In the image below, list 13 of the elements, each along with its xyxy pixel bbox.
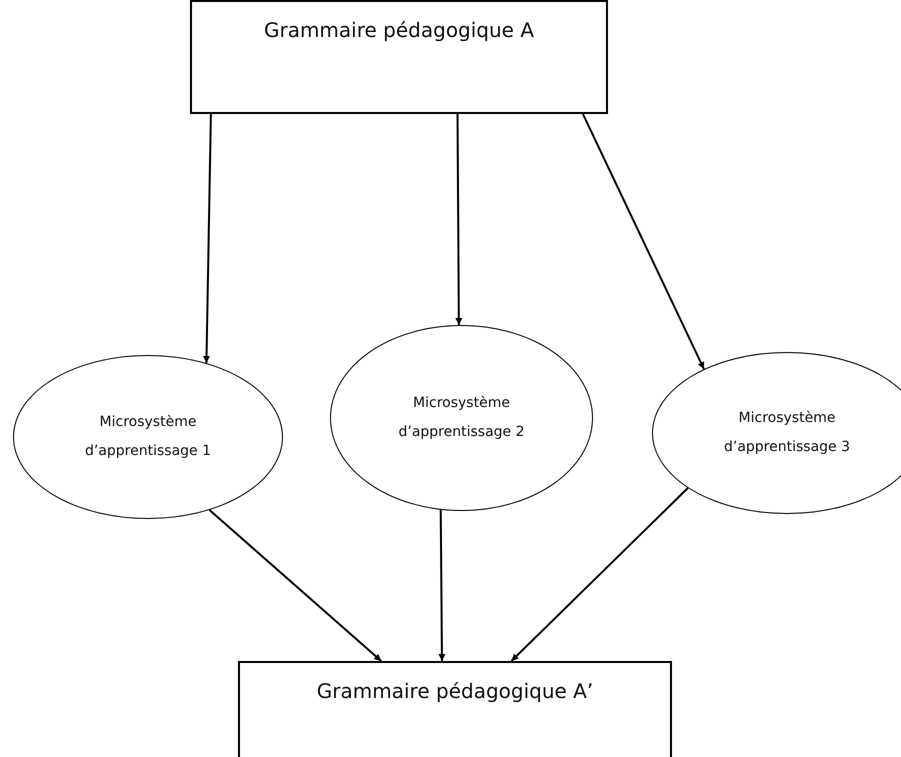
arrow	[455, 114, 462, 326]
arrow	[438, 510, 446, 661]
node-label: Microsystème d’apprentissage 3	[722, 408, 852, 457]
node-label: Microsystème d’apprentissage 2	[397, 394, 526, 442]
process-box	[238, 661, 672, 757]
arrow	[510, 487, 689, 662]
node-label: Grammaire pédagogique A’	[316, 679, 594, 703]
arrow	[582, 114, 705, 370]
node-label: Grammaire pédagogique A	[264, 18, 534, 42]
arrow	[208, 509, 382, 662]
process-box	[190, 0, 608, 114]
arrow	[203, 114, 212, 364]
node-label: Microsystème d’apprentissage 1	[84, 412, 212, 461]
